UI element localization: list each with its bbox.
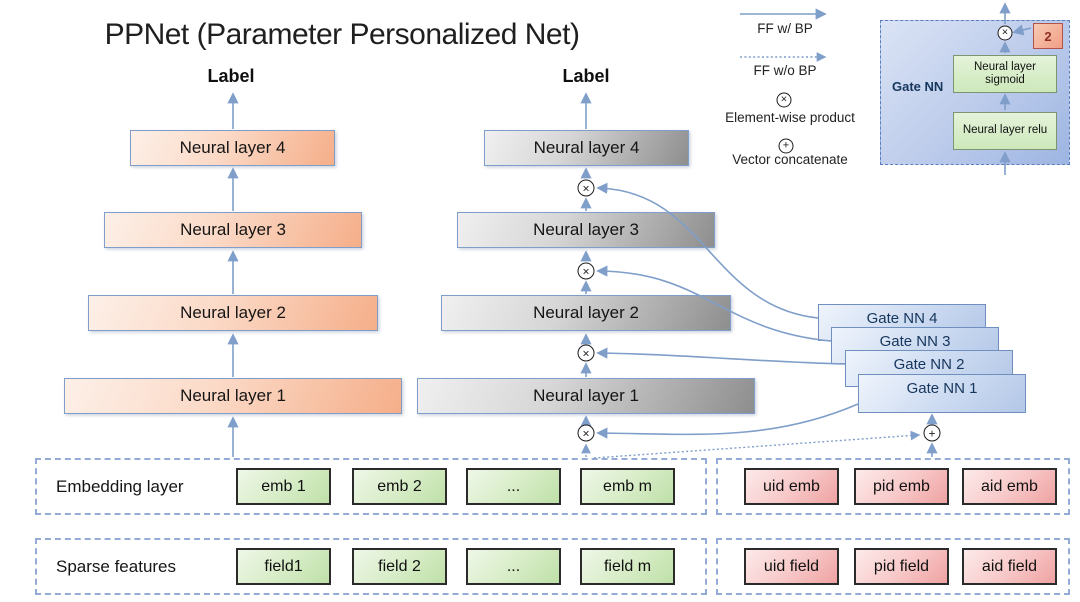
gate-nn-1-box: Gate NN 1	[858, 374, 1026, 413]
left-neural-layer-4: Neural layer 4	[130, 130, 335, 166]
left-tower-label: Label	[207, 66, 255, 86]
field-ellipsis-box: ...	[466, 548, 561, 585]
legend-element-wise-icon: ×	[776, 92, 792, 108]
mid-tower-label: Label	[562, 66, 610, 86]
element-wise-product-icon: ×	[577, 424, 595, 442]
concat-arrows	[593, 413, 938, 459]
uid-emb-box: uid emb	[744, 468, 839, 505]
element-wise-product-icon: ×	[997, 25, 1013, 41]
aid-field-box: aid field	[962, 548, 1057, 585]
mid-neural-layer-1: Neural layer 1	[417, 378, 755, 414]
gate-output-dim-box: 2	[1033, 23, 1063, 49]
element-wise-product-icon: ×	[577, 344, 595, 362]
element-wise-product-icon: ×	[577, 262, 595, 280]
sparse-features-label: Sparse features	[56, 557, 177, 576]
legend-element-wise-label: Element-wise product	[725, 110, 855, 125]
emb-1-box: emb 1	[236, 468, 331, 505]
field-1-box: field1	[236, 548, 331, 585]
left-neural-layer-2: Neural layer 2	[88, 295, 378, 331]
mid-neural-layer-4: Neural layer 4	[484, 130, 689, 166]
field-2-box: field 2	[352, 548, 447, 585]
uid-field-box: uid field	[744, 548, 839, 585]
emb-m-box: emb m	[580, 468, 675, 505]
left-neural-layer-1: Neural layer 1	[64, 378, 402, 414]
mid-neural-layer-2: Neural layer 2	[441, 295, 731, 331]
diagram-title: PPNet (Parameter Personalized Net)	[104, 18, 580, 51]
emb-2-box: emb 2	[352, 468, 447, 505]
embedding-layer-label: Embedding layer	[56, 477, 184, 496]
gate-nn-detail-title: Gate NN	[892, 79, 944, 94]
vector-concatenate-icon: +	[923, 424, 941, 442]
gate-detail-sigmoid-layer: Neural layer sigmoid	[953, 55, 1057, 93]
pid-emb-box: pid emb	[854, 468, 949, 505]
pid-field-box: pid field	[854, 548, 949, 585]
mid-neural-layer-3: Neural layer 3	[457, 212, 715, 248]
gate-detail-relu-layer: Neural layer relu	[953, 112, 1057, 150]
field-m-box: field m	[580, 548, 675, 585]
legend-ff-bp-label: FF w/ BP	[757, 21, 813, 36]
legend-vector-concat-label: Vector concatenate	[732, 152, 848, 167]
element-wise-product-icon: ×	[577, 179, 595, 197]
legend-vector-concat-icon: +	[778, 138, 794, 154]
legend-ff-wo-bp-label: FF w/o BP	[753, 63, 817, 78]
emb-ellipsis-box: ...	[466, 468, 561, 505]
left-neural-layer-3: Neural layer 3	[104, 212, 362, 248]
aid-emb-box: aid emb	[962, 468, 1057, 505]
